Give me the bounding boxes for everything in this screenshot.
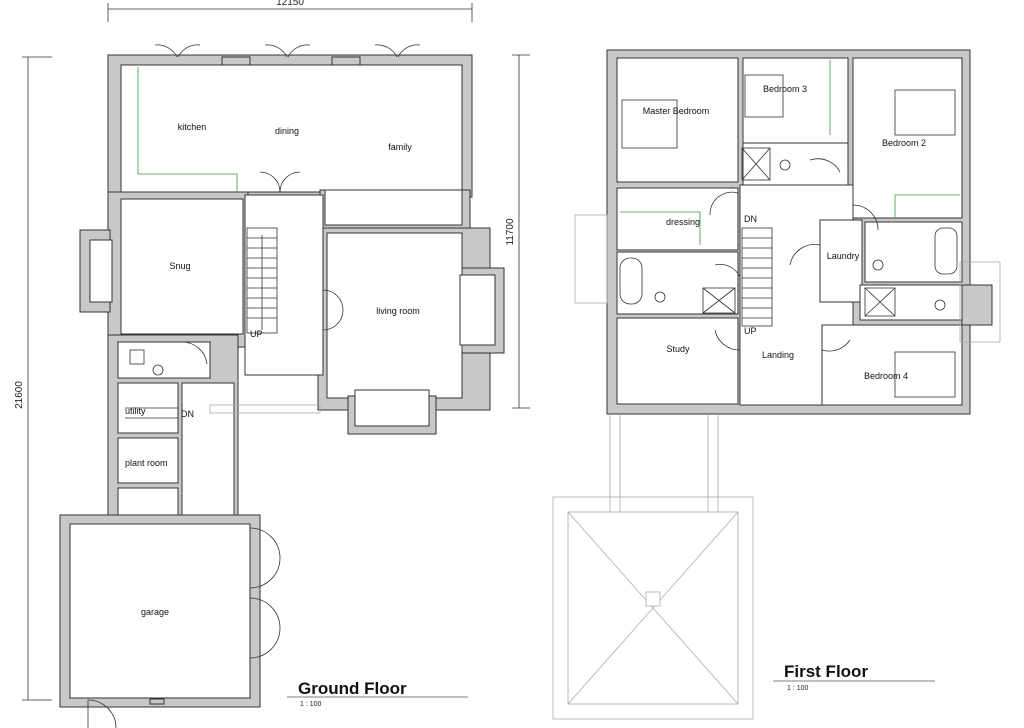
first-stair-down-label: DN xyxy=(744,214,757,224)
first-floor-title: First Floor xyxy=(784,662,868,681)
room-label-family: family xyxy=(388,142,412,152)
room-label-plant-room: plant room xyxy=(125,458,168,468)
room-label-laundry: Laundry xyxy=(827,251,860,261)
room-label-dining: dining xyxy=(275,126,299,136)
stair-up-label: UP xyxy=(250,329,263,339)
room-label-snug: Snug xyxy=(169,261,190,271)
ground-floor-plan xyxy=(59,44,505,728)
stair-down-label: DN xyxy=(181,409,194,419)
first-floor-scale: 1 : 100 xyxy=(787,685,809,692)
room-label-kitchen: kitchen xyxy=(178,122,207,132)
room-label-utility: utility xyxy=(125,406,146,416)
dimension-lines xyxy=(22,3,530,701)
room-label-bedroom-2: Bedroom 2 xyxy=(882,138,926,148)
room-label-bedroom-4: Bedroom 4 xyxy=(864,371,908,381)
total-height-dimension: 21600 xyxy=(14,381,25,409)
room-label-master-bedroom: Master Bedroom xyxy=(643,106,710,116)
ground-floor-scale: 1 : 100 xyxy=(300,701,322,708)
ground-floor-title: Ground Floor xyxy=(298,679,407,698)
room-label-landing: Landing xyxy=(762,350,794,360)
room-label-dressing: dressing xyxy=(666,217,700,227)
room-label-study: Study xyxy=(666,344,690,354)
first-height-dimension: 11700 xyxy=(505,218,516,246)
room-label-living-room: living room xyxy=(376,306,420,316)
first-floor-plan xyxy=(552,49,1001,720)
width-dimension: 12150 xyxy=(276,0,304,8)
room-label-bedroom-3: Bedroom 3 xyxy=(763,84,807,94)
first-stair-up-label: UP xyxy=(744,326,757,336)
room-label-garage: garage xyxy=(141,607,169,617)
